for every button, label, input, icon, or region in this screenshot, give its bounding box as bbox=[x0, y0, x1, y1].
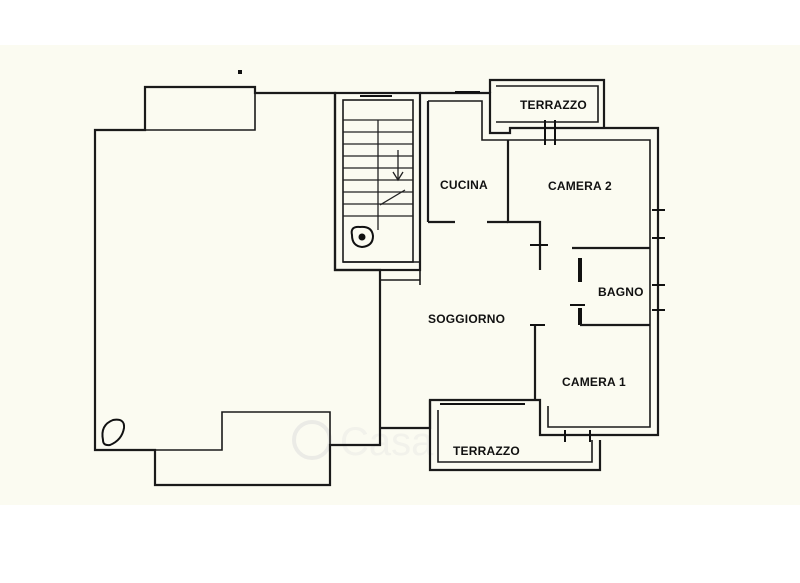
left-bottom-protrusion bbox=[155, 411, 331, 451]
drain-symbol-icon bbox=[101, 418, 126, 447]
room-label-bagno: BAGNO bbox=[598, 285, 644, 299]
stair-core-walls bbox=[333, 91, 422, 272]
room-label-terrazzo-bottom: TERRAZZO bbox=[453, 444, 520, 458]
stair-arrow-icon bbox=[379, 189, 406, 206]
stair-arrow-icon bbox=[392, 150, 404, 182]
room-label-camera-2: CAMERA 2 bbox=[548, 179, 612, 193]
watermark-text: Casa bbox=[340, 420, 434, 464]
terrace-bottom-outline bbox=[428, 400, 602, 472]
room-label-camera-1: CAMERA 1 bbox=[562, 375, 626, 389]
room-label-cucina: CUCINA bbox=[440, 178, 488, 192]
lift-symbol-icon bbox=[350, 225, 375, 249]
room-label-soggiorno: SOGGIORNO bbox=[428, 312, 505, 326]
opening-marks bbox=[360, 91, 665, 442]
apartment-outer-wall-inner bbox=[428, 100, 651, 428]
ink-dot bbox=[238, 70, 242, 74]
room-label-terrazzo-top: TERRAZZO bbox=[520, 98, 587, 112]
terrace-top-inner bbox=[496, 85, 599, 123]
left-top-protrusion bbox=[144, 87, 256, 131]
lift-symbol-center bbox=[358, 233, 366, 241]
terrace-top-outline bbox=[488, 78, 606, 128]
stair-core bbox=[333, 91, 422, 285]
terrace-bottom-inner bbox=[437, 410, 593, 463]
